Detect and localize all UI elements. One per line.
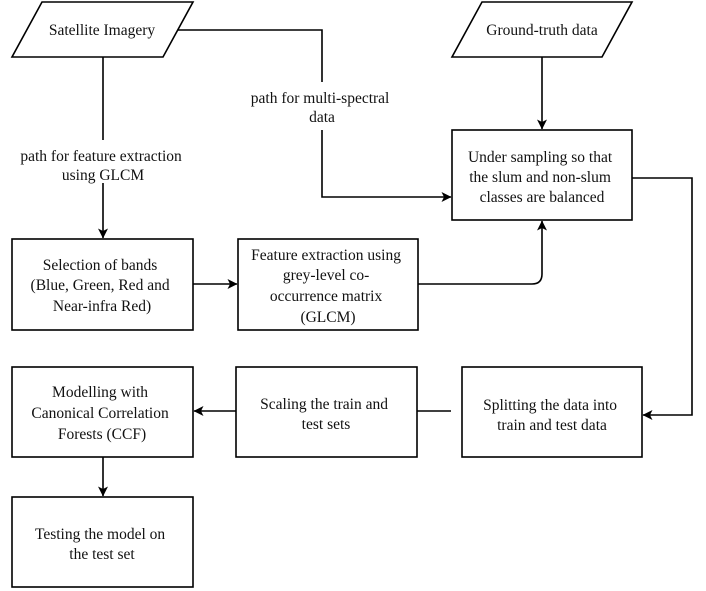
node-label-line: test sets	[302, 416, 351, 433]
node-label-line: the slum and non-slum	[469, 169, 611, 186]
rectangle-shape	[11, 496, 194, 588]
node-label: Scaling the train and test sets	[260, 396, 392, 433]
rectangle-shape	[237, 238, 419, 331]
node-label: Under sampling so that the slum and non-…	[468, 149, 616, 206]
rectangle-shape	[235, 366, 418, 458]
node-under-sampling: Under sampling so that the slum and non-…	[451, 129, 633, 221]
node-label: Selection of bands (Blue, Green, Red and…	[31, 257, 174, 315]
nodes: Satellite Imagery Ground-truth data Unde…	[10, 1, 643, 588]
node-modelling: Modelling with Canonical Correlation For…	[11, 366, 194, 458]
node-label-line: Splitting the data into	[483, 397, 617, 414]
node-label-line: (GLCM)	[300, 309, 355, 326]
node-label-line: grey-level co-	[283, 267, 370, 284]
edge-label-glcm-path: path for feature extraction using GLCM	[20, 148, 185, 184]
node-label-line: classes are balanced	[480, 189, 605, 206]
parallelogram-shape	[450, 1, 634, 58]
edge-feature-extraction-to-under-sampling	[418, 220, 547, 285]
node-label-line: Feature extraction using	[251, 247, 401, 264]
node-label-line: (Blue, Green, Red and	[31, 277, 170, 294]
rectangle-shape	[11, 366, 194, 458]
node-label-line: Satellite Imagery	[49, 22, 156, 39]
node-label: Ground-truth data	[486, 22, 598, 39]
rectangle-shape	[451, 129, 633, 221]
edge-satellite-to-selection: path for feature extraction using GLCM	[20, 57, 185, 239]
edge-under-sampling-to-splitting	[632, 177, 693, 420]
node-feature-extraction: Feature extraction using grey-level co- …	[237, 238, 419, 331]
node-testing: Testing the model on the test set	[11, 496, 194, 588]
node-label-line: Scaling the train and	[260, 396, 388, 413]
node-label-line: Testing the model on	[35, 526, 165, 543]
rectangle-shape	[461, 366, 643, 458]
edge-label-line: path for multi-spectral	[251, 90, 390, 107]
edge-satellite-to-under-sampling: path for multi-spectral data	[178, 29, 452, 202]
node-ground-truth-data: Ground-truth data	[450, 1, 634, 58]
node-label-line: Ground-truth data	[486, 22, 598, 39]
node-label: Feature extraction using grey-level co- …	[251, 247, 405, 326]
node-label-line: Under sampling so that	[468, 149, 613, 166]
node-label: Satellite Imagery	[49, 22, 156, 39]
node-label-line: Selection of bands	[43, 257, 158, 274]
node-label-line: Forests (CCF)	[58, 426, 146, 443]
node-label-line: Canonical Correlation	[31, 405, 169, 422]
node-scaling: Scaling the train and test sets	[235, 366, 418, 458]
node-label: Testing the model on the test set	[35, 526, 169, 563]
node-label: Modelling with Canonical Correlation For…	[31, 384, 172, 443]
edge-label-line: data	[309, 109, 335, 126]
parallelogram-shape	[10, 1, 195, 58]
node-label-line: Near-infra Red)	[53, 298, 151, 315]
node-label-line: occurrence matrix	[270, 288, 383, 305]
edge-label-line: path for feature extraction	[20, 148, 182, 165]
node-label-line: train and test data	[497, 417, 607, 434]
node-label-line: the test set	[69, 546, 135, 563]
node-selection-of-bands: Selection of bands (Blue, Green, Red and…	[11, 238, 194, 331]
node-label-line: Modelling with	[52, 384, 148, 401]
edge-label-multispectral-path: path for multi-spectral data	[251, 90, 393, 126]
node-label: Splitting the data into train and test d…	[483, 397, 621, 434]
edges: path for feature extraction using GLCM p…	[20, 29, 693, 497]
node-splitting: Splitting the data into train and test d…	[461, 366, 643, 458]
rectangle-shape	[11, 238, 194, 331]
node-satellite-imagery: Satellite Imagery	[10, 1, 195, 58]
edge-label-line: using GLCM	[62, 167, 144, 184]
